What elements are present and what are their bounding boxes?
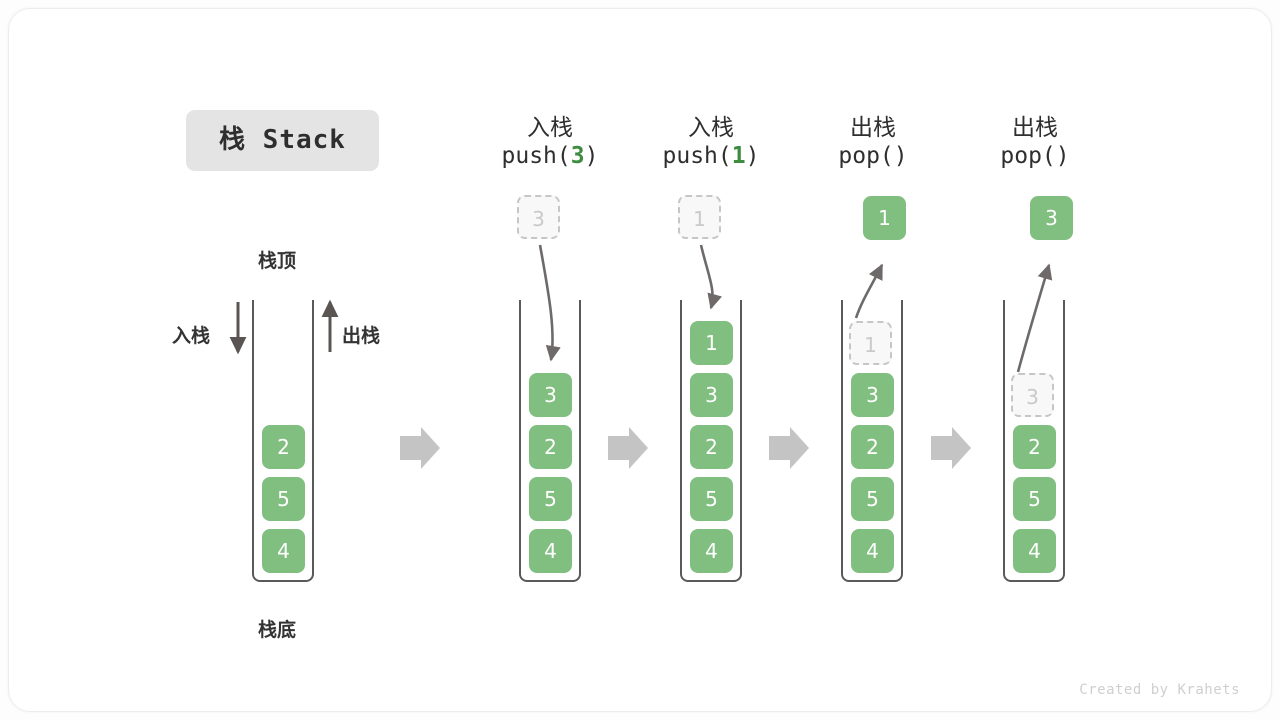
- popped-value-cell: 1: [863, 196, 906, 240]
- column-4-operation-label: 出栈: [850, 115, 896, 141]
- stack-cell: 2: [690, 425, 733, 469]
- code-prefix: push(: [662, 143, 732, 169]
- ghost-cell-incoming: 3: [517, 195, 560, 239]
- stack-cell: 5: [690, 477, 733, 521]
- stack-cell: 4: [1013, 529, 1056, 573]
- stack-cell: 3: [529, 373, 572, 417]
- code-prefix: pop(: [1000, 143, 1056, 169]
- stack-cell: 4: [529, 529, 572, 573]
- stack-top-label: 栈顶: [258, 250, 297, 272]
- pop-direction-label: 出栈: [342, 325, 381, 347]
- column-3-operation-label: 入栈: [688, 115, 734, 141]
- stack-cell: 2: [851, 425, 894, 469]
- stack-cell: 2: [1013, 425, 1056, 469]
- credit-text: Created by Krahets: [1079, 682, 1240, 698]
- stack-container-after-push-3: [519, 300, 581, 582]
- code-prefix: push(: [501, 143, 571, 169]
- stack-cell: 4: [262, 529, 305, 573]
- stack-cell: 3: [851, 373, 894, 417]
- column-5-operation-code: pop(): [955, 143, 1115, 169]
- ghost-cell-outgoing: 1: [849, 321, 892, 365]
- code-argument: 3: [570, 143, 585, 169]
- stack-cell: 3: [690, 373, 733, 417]
- code-suffix: ): [584, 143, 599, 169]
- stack-cell: 4: [690, 529, 733, 573]
- stack-bottom-label: 栈底: [258, 619, 297, 641]
- popped-value-cell: 3: [1030, 196, 1073, 240]
- stack-container-after-push-1: [680, 300, 742, 582]
- stack-container-pop-1: [841, 300, 903, 582]
- push-direction-label: 入栈: [172, 325, 211, 347]
- stack-cell: 5: [851, 477, 894, 521]
- ghost-cell-incoming: 1: [678, 195, 721, 239]
- stack-cell: 1: [690, 321, 733, 365]
- code-suffix: ): [893, 143, 908, 169]
- stack-cell: 4: [851, 529, 894, 573]
- column-2-operation-label: 入栈: [527, 115, 573, 141]
- stack-cell: 2: [529, 425, 572, 469]
- stack-cell: 5: [529, 477, 572, 521]
- column-3-operation-code: push(1): [631, 143, 791, 169]
- column-5-operation-label: 出栈: [1012, 115, 1058, 141]
- stack-container-initial: [252, 300, 314, 582]
- code-argument: 1: [731, 143, 746, 169]
- ghost-cell-outgoing: 3: [1011, 373, 1054, 417]
- column-2-operation-code: push(3): [470, 143, 630, 169]
- code-suffix: ): [1055, 143, 1070, 169]
- title-badge: 栈 Stack: [186, 110, 379, 171]
- code-prefix: pop(: [838, 143, 894, 169]
- stack-cell: 5: [262, 477, 305, 521]
- code-suffix: ): [745, 143, 760, 169]
- column-4-operation-code: pop(): [793, 143, 953, 169]
- stack-cell: 5: [1013, 477, 1056, 521]
- stack-cell: 2: [262, 425, 305, 469]
- stack-container-pop-3: [1003, 300, 1065, 582]
- title-badge-label: 栈 Stack: [219, 125, 346, 155]
